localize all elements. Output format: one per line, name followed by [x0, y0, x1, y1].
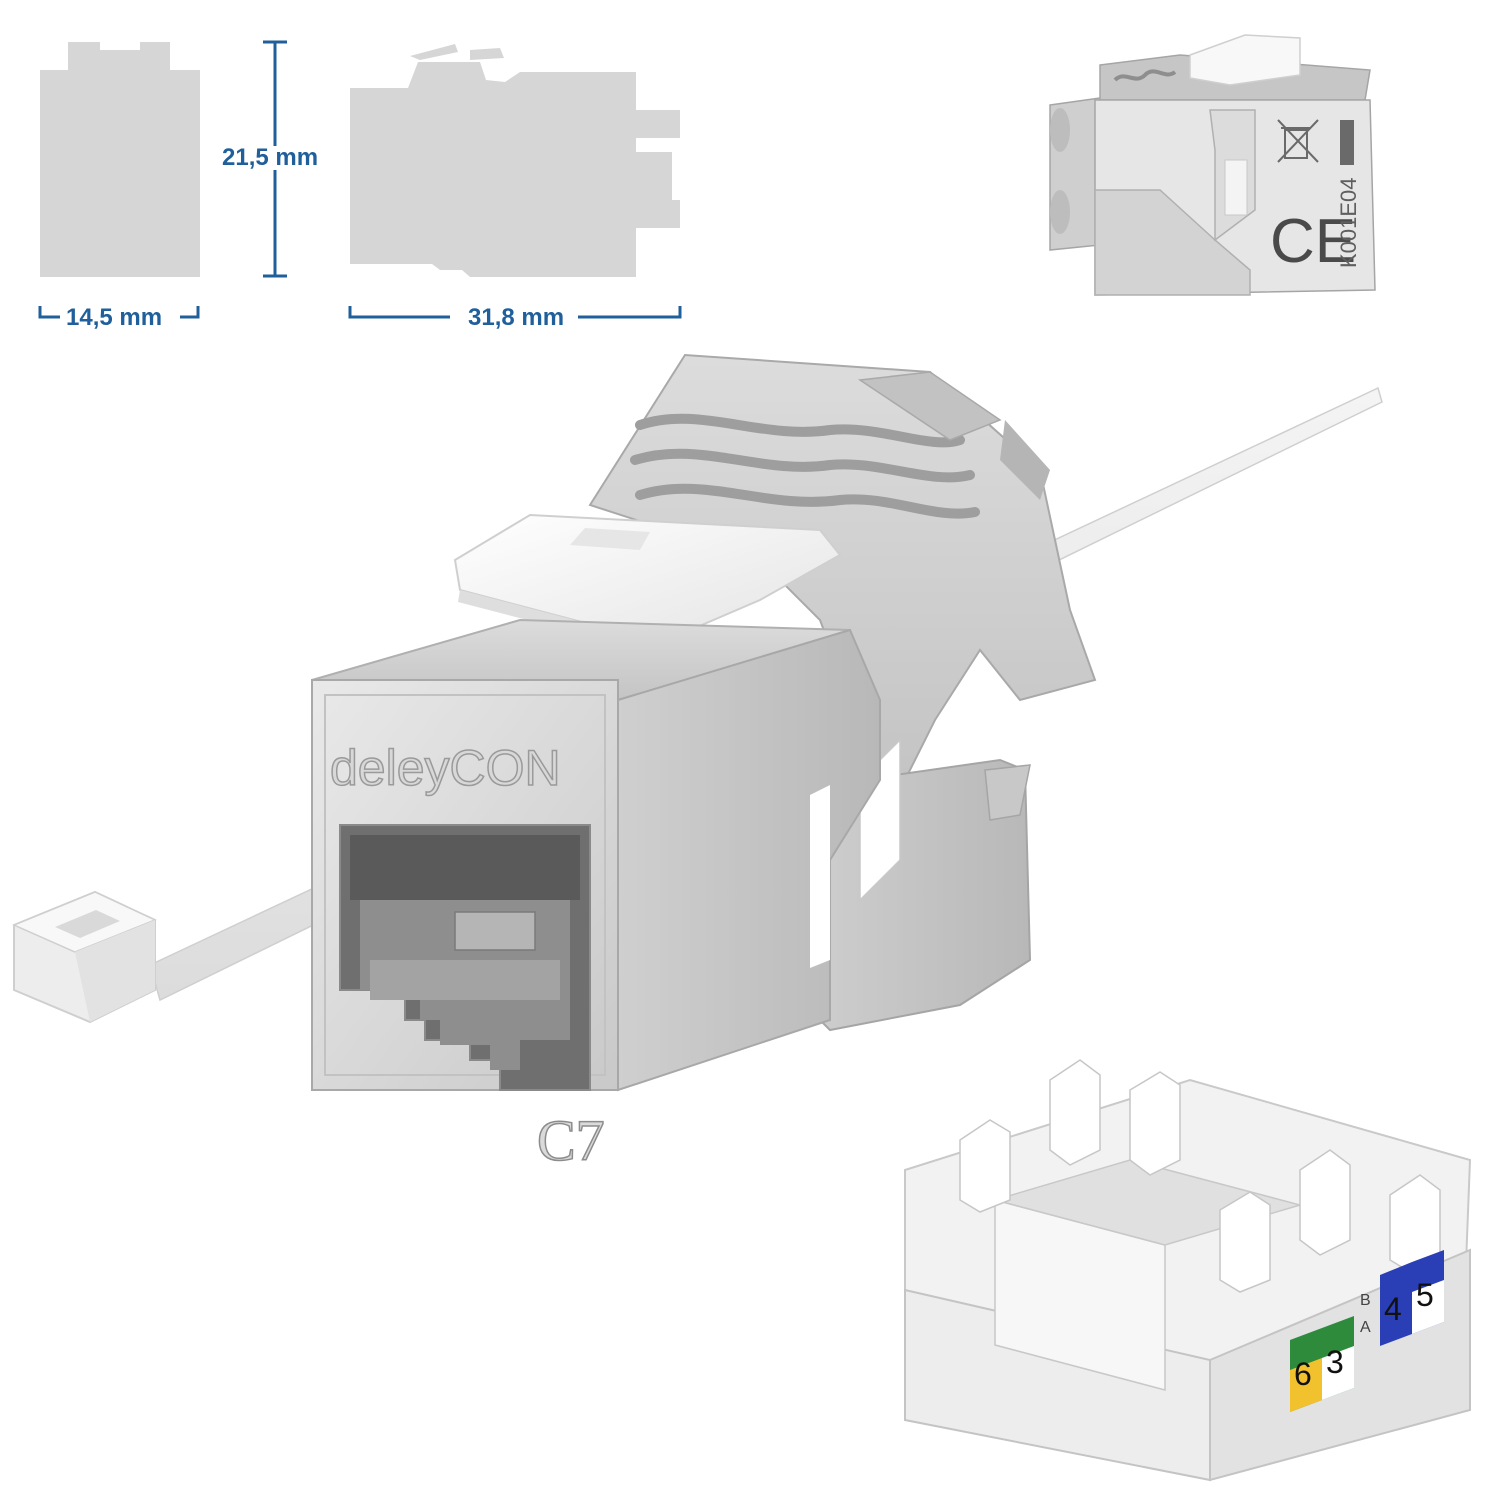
pin-label-5: 5: [1416, 1277, 1434, 1313]
length-dimension-line: [348, 306, 682, 319]
ce-mark: CE: [1270, 207, 1356, 276]
color-code-labels: 6 3 4 5 B A: [1290, 1250, 1444, 1412]
keystone-body: deleyCON C7: [311, 618, 881, 1174]
length-dimension-label: 31,8 mm: [460, 306, 573, 330]
cable-tie-head: [12, 890, 157, 1024]
rear-view-thumbnail: CE K001E04: [1049, 34, 1376, 296]
pair-letter-b: B: [1360, 1292, 1371, 1309]
width-dimension-label: 14,5 mm: [66, 304, 163, 331]
pin-label-3: 3: [1326, 1344, 1344, 1380]
terminal-block: 6 3 4 5 B A: [904, 1059, 1472, 1482]
pin-label-6: 6: [1294, 1356, 1312, 1392]
width-dimension-line: [38, 306, 200, 319]
rj45-port: [339, 824, 591, 1091]
category-marking: C7: [537, 1108, 605, 1173]
product-code: K001E04: [1336, 177, 1361, 268]
pair-letter-a: A: [1360, 1319, 1371, 1336]
rear-shield: [588, 353, 1097, 782]
height-dimension-label: 21,5 mm: [222, 144, 319, 171]
pin-label-4: 4: [1384, 1291, 1402, 1327]
front-view-silhouette: [40, 42, 200, 277]
pin-color-blue: [1380, 1262, 1412, 1346]
pin-color-orange: [1290, 1358, 1322, 1412]
brand-emboss: deleyCON: [330, 740, 561, 796]
side-view-silhouette: [350, 62, 680, 277]
crossed-out-bin-icon: [1277, 119, 1319, 163]
rear-latch: [799, 738, 1032, 1032]
